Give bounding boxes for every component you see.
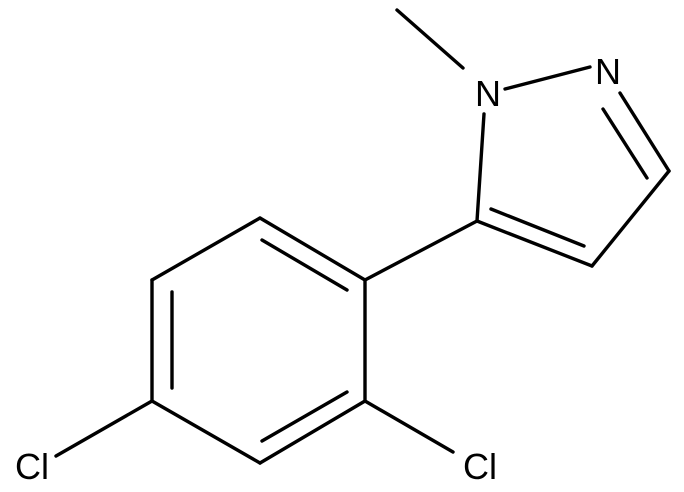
bond-c3-c4 [590, 169, 671, 268]
bond-c4p-cl [54, 399, 154, 458]
atom-label-n1: N [475, 73, 501, 114]
atom-label-cl-ortho: Cl [463, 446, 497, 487]
bond-c5-n1 [475, 112, 486, 223]
bond-methyl-n1 [395, 8, 465, 70]
bond-n1-n2 [503, 65, 592, 91]
bond-c2p-c3p [258, 399, 367, 465]
bond-c5p-c6p [150, 216, 262, 282]
bond-n2-c3 [618, 91, 671, 173]
bond-c6p-c1p [258, 216, 367, 282]
bond-c2p-c3p-inner [260, 390, 349, 443]
atom-label-n2: N [595, 51, 621, 92]
bond-c4-c5 [475, 219, 594, 268]
bond-c4-c5-inner [489, 207, 586, 248]
bond-c2p-cl [363, 399, 455, 454]
bond-c3p-c4p [150, 399, 262, 465]
bond-n2-c3-inner [601, 107, 649, 180]
bond-c5-c1p [363, 219, 479, 282]
bond-c6p-c1p-inner [260, 238, 349, 292]
atom-label-cl-para: Cl [15, 446, 49, 487]
